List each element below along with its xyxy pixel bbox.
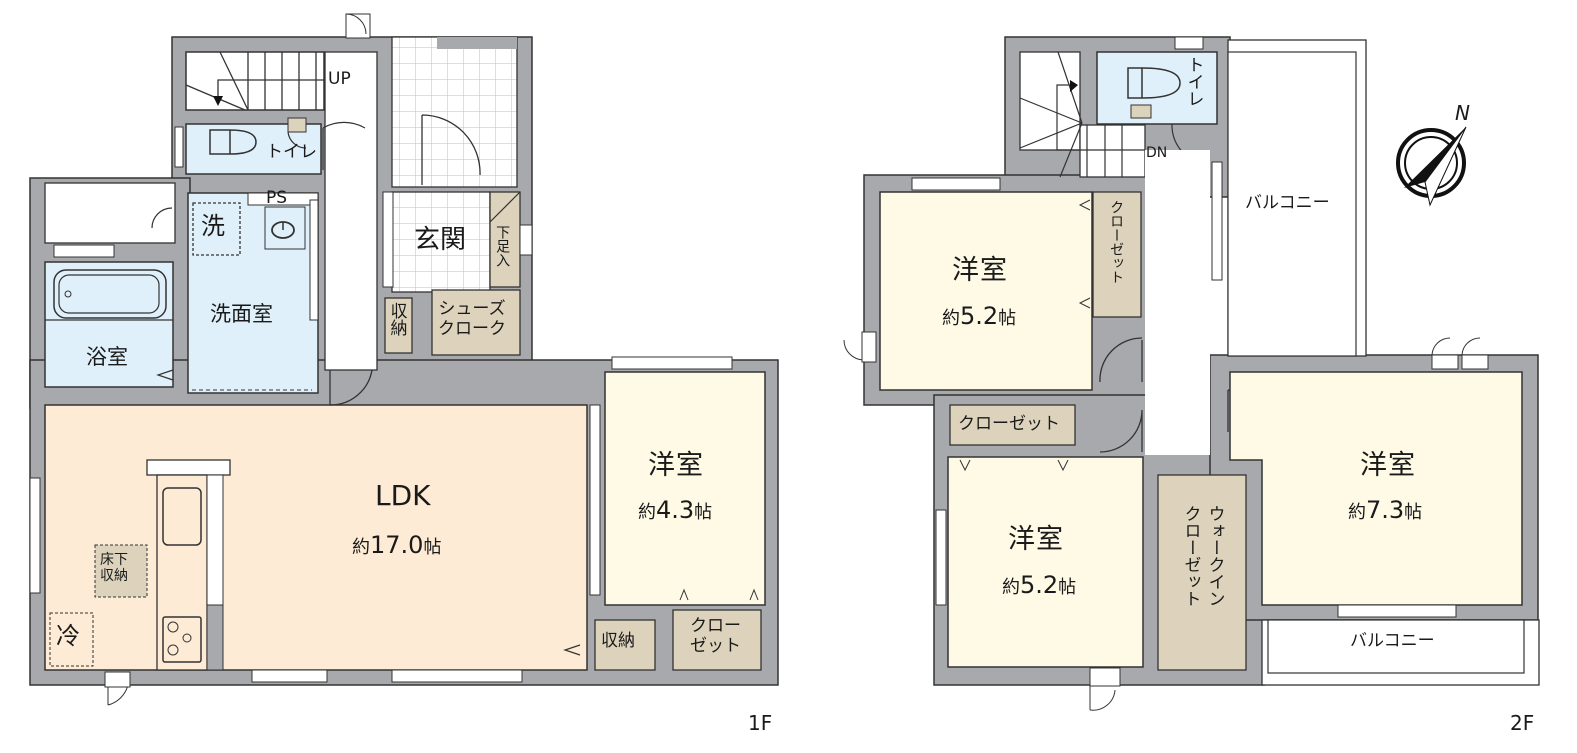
western-room-1f [604,371,766,606]
size-value: 5.2 [1020,571,1059,599]
closet-1f-label: クロー ゼット [690,616,741,656]
western-room-nw-name: 洋室 [952,255,1008,286]
washroom-label: 洗面室 [210,302,273,326]
toilet-1f-label: トイレ [266,142,317,162]
shoe-closet-line1: シューズ [438,299,506,319]
closet-nw-label: クローゼット [1108,200,1125,284]
kitchen-counter [156,474,208,671]
western-room-sw [947,456,1144,668]
toilet-2f-label: トイレ [1183,56,1204,107]
floor-1-plan [29,13,779,706]
size-unit: 帖 [694,502,713,523]
shoe-rack-label: 下足入 [494,225,511,267]
ldk-storage-label: 収納 [601,631,635,651]
stairs-up-label: UP [328,69,351,89]
stair-1f [185,51,325,111]
size-value: 7.3 [1366,496,1405,524]
ldk-room [44,404,588,671]
closet-1f-line1: クロー [690,616,741,636]
hall-storage-label: 収納 [386,302,407,336]
underfloor-line2: 収納 [100,568,128,585]
washer-space-label: 洗 [201,212,225,240]
balcony-south [1267,619,1525,674]
entrance-outer-porch [391,36,518,188]
western-room-sw-size: 約5.2帖 [1002,571,1077,600]
walk-in-closet-line1: ウォークイン [1204,505,1225,607]
underfloor-storage-label: 床下 収納 [100,552,128,584]
ldk-size: 約17.0帖 [352,531,442,560]
toilet-2f [1096,51,1218,125]
size-value: 4.3 [656,496,695,524]
closet-nw [1092,191,1142,318]
balcony-south-label: バルコニー [1350,631,1435,651]
size-prefix: 約 [1348,502,1366,523]
western-room-east-name: 洋室 [1360,450,1416,481]
balcony-north-label: バルコニー [1245,193,1330,213]
shoe-closet-label: シューズ クローク [438,299,506,339]
size-unit: 帖 [1404,502,1423,523]
western-room-east [1229,371,1523,606]
compass-north-icon [1396,126,1467,207]
floor-2-plan [843,36,1540,711]
western-room-nw-size: 約5.2帖 [942,302,1017,331]
size-prefix: 約 [1002,577,1020,598]
bathroom-label: 浴室 [86,345,128,369]
stairs-down-label: DN [1146,145,1168,161]
storage-ldk [594,619,656,671]
shoe-closet-line2: クローク [438,318,506,339]
storage-hall [384,297,413,354]
western-room-1f-size: 約4.3帖 [638,496,713,525]
size-unit: 帖 [1058,577,1077,598]
western-room-sw-name: 洋室 [1008,524,1064,555]
fridge-space-label: 冷 [56,622,80,650]
ldk-size-value: 17.0 [370,531,424,559]
ps-label: PS [266,188,288,208]
ldk-size-prefix: 約 [352,537,370,558]
closet-1f [672,609,762,671]
walk-in-closet-line2: クローゼット [1180,505,1201,607]
closet-1f-line2: ゼット [690,635,741,656]
western-room-east-size: 約7.3帖 [1348,496,1423,525]
ldk-name: LDK [375,479,431,512]
closet-sw [949,404,1076,446]
size-prefix: 約 [942,308,960,329]
entrance-label: 玄関 [414,225,467,255]
size-unit: 帖 [998,308,1017,329]
underfloor-line1: 床下 [100,552,128,568]
stair-2f [1019,51,1081,151]
bathroom [44,261,174,388]
ldk-size-unit: 帖 [423,537,442,558]
floor-2-tag: 2F [1510,711,1535,735]
western-room-1f-name: 洋室 [648,450,704,481]
size-prefix: 約 [638,502,656,523]
western-room-nw [879,191,1093,391]
size-value: 5.2 [960,302,999,330]
floor-1-tag: 1F [748,711,773,735]
closet-sw-label: クローゼット [958,414,1060,434]
shoe-closet [431,289,521,356]
entrance-genkan [391,191,491,293]
compass-n-label: N [1455,101,1470,125]
walk-in-closet [1157,474,1247,671]
